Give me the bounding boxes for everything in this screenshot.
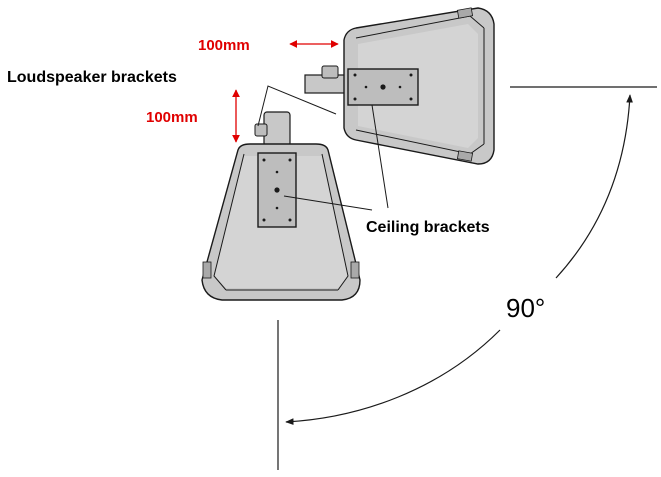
ceiling-brackets-label: Ceiling brackets xyxy=(366,219,490,236)
right-loudspeaker xyxy=(304,7,495,165)
bracket-screw xyxy=(262,218,266,222)
left-speaker-corner-tab xyxy=(202,261,212,279)
ceiling-brackets-leader-left xyxy=(283,195,373,211)
loudspeaker-brackets-leader xyxy=(257,85,337,127)
bracket-screw xyxy=(288,218,292,222)
bracket-screw xyxy=(262,158,266,162)
left-speaker-bevel-left xyxy=(213,153,245,291)
right-speaker-corner-tab xyxy=(456,150,474,162)
angle-label: 90° xyxy=(506,293,545,323)
bracket-screw xyxy=(364,85,368,89)
ceiling-brackets-leader-right xyxy=(371,104,389,209)
angle-arc-lower xyxy=(285,329,501,425)
bracket-screw xyxy=(398,85,402,89)
loudspeaker-brackets-label: Loudspeaker brackets xyxy=(7,69,177,86)
right-speaker-mount-knob xyxy=(321,65,339,79)
left-speaker-mount-knob xyxy=(254,123,268,137)
bracket-screw xyxy=(275,206,279,210)
left-speaker-mount-stub xyxy=(263,111,291,147)
bracket-screw xyxy=(409,73,413,77)
right-speaker-corner-tab xyxy=(456,7,474,19)
bracket-center-hole xyxy=(274,187,280,193)
angle-arc-upper xyxy=(555,94,633,279)
horizontal-dimension-label: 100mm xyxy=(198,37,250,54)
bracket-screw xyxy=(353,97,357,101)
left-speaker-corner-tab xyxy=(350,261,360,279)
bracket-screw xyxy=(409,97,413,101)
left-loudspeaker xyxy=(201,111,361,301)
vertical-dimension-label: 100mm xyxy=(146,109,198,126)
left-speaker-bevel-right xyxy=(321,153,349,291)
bracket-screw xyxy=(353,73,357,77)
bracket-center-hole xyxy=(380,84,386,90)
bracket-screw xyxy=(275,170,279,174)
bracket-screw xyxy=(288,158,292,162)
